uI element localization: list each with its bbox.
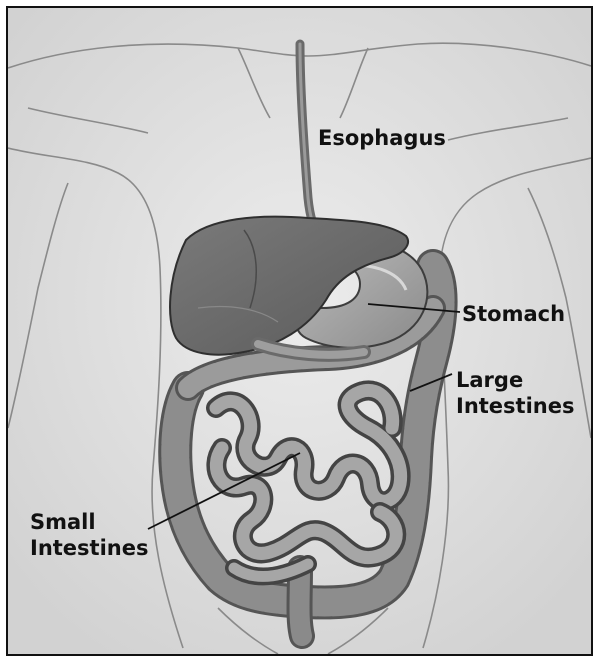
anatomy-diagram: Esophagus Stomach Large Intestines Small… [6, 6, 593, 656]
small-intestines-label: Small Intestines [30, 509, 148, 561]
large-intestines-label-line1: Large [456, 367, 574, 393]
small-intestines-label-line2: Intestines [30, 535, 148, 561]
esophagus-label: Esophagus [318, 125, 446, 151]
stomach-label: Stomach [462, 301, 565, 327]
large-intestines-label: Large Intestines [456, 367, 574, 419]
small-intestines-label-line1: Small [30, 509, 148, 535]
large-intestines-label-line2: Intestines [456, 393, 574, 419]
